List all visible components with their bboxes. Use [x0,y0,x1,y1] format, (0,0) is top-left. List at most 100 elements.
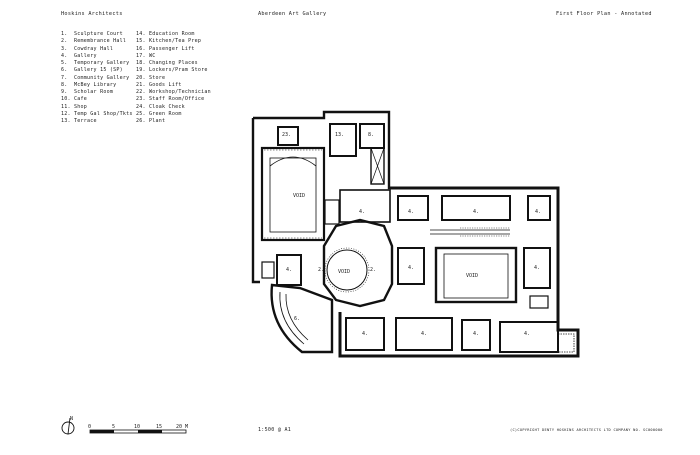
legend-number: 23. [136,96,146,103]
legend-number: 3. [61,45,68,52]
legend-item: 7.Community Gallery [61,75,133,82]
legend-number: 1. [61,31,68,37]
room-4-s3 [461,319,491,351]
legend-label: Scholar Room [74,89,114,95]
legend-label: Cowdray Hall [74,45,114,52]
legend-item: 11.Shop [61,104,133,111]
firm-name: Hoskins Architects [61,11,123,17]
label-4-s1: 4. [362,331,368,337]
legend-number: 20. [136,74,146,81]
project-title: Aberdeen Art Gallery [258,11,327,17]
legend-label: Terrace [74,118,97,124]
legend-item: 12.Temp Gal Shop/Tkts [61,111,133,118]
label-4-s2: 4. [421,331,427,337]
legend-label: Remembrance Hall [74,38,127,45]
legend-number: 19. [136,67,146,74]
room-4-west [276,254,302,286]
legend-item: 22.Workshop/Technician [136,89,211,96]
north-label: N [70,416,73,422]
label-4-w: 4. [408,265,414,271]
label-4-n2: 4. [473,209,479,215]
label-4-corridor: 4. [359,209,365,215]
upper-void-hall [260,146,326,242]
legend-item: 15.Kitchen/Tea Prep [136,38,211,45]
rotunda [322,218,394,308]
room-13 [329,123,357,157]
legend-item: 6. Gallery 15 (SP) [61,67,133,74]
room-4-s4 [499,321,559,353]
room-4-s2 [395,317,453,351]
scale-tick-0: 0 [88,424,91,430]
legend-label: Kitchen/Tea Prep [149,38,202,45]
legend-number: 2. [61,38,68,45]
legend-label: Sculpture Court [74,31,123,37]
north-arrow-icon: N [61,416,75,435]
central-void [434,246,518,304]
legend-item: 4.Gallery [61,53,133,60]
legend-item: 25.Green Room [136,111,211,118]
legend-item: 23.Staff Room/Office [136,96,211,103]
legend-number: 17. [136,52,146,59]
label-4-s3: 4. [473,331,479,337]
scale-tick-15: 15 [156,424,162,430]
legend-item: 19.Lockers/Pram Store [136,67,211,74]
room-4-n3 [527,195,551,221]
legend-item: 13.Terrace [61,118,133,125]
legend-number: 21. [136,81,146,88]
legend-label: Gallery 15 (SP) [74,67,123,74]
legend-number: 16. [136,45,146,52]
legend-item: 9.Scholar Room [61,89,133,96]
legend-item: 24.Cloak Check [136,104,211,111]
legend-number: 5. [61,60,68,66]
legend-item: 17.WC [136,53,211,60]
legend-number: 14. [136,31,146,37]
scale-tick-5: 5 [112,424,115,430]
label-4-s4: 4. [524,331,530,337]
legend-label: Store [149,74,166,81]
legend-number: 13. [61,118,71,124]
legend-item: 14.Education Room [136,31,211,38]
label-void-rotunda: VOID [338,269,350,275]
label-4-n1: 4. [408,209,414,215]
label-23: 23. [282,132,291,138]
legend-label: Cafe [74,96,88,103]
legend-label: Changing Places [149,60,198,66]
scale-text: 1:500 @ A1 [258,427,292,433]
scale-tick-20: 20 M [176,424,188,430]
legend-label: Temporary Gallery [74,60,130,66]
legend-label: Education Room [149,31,195,37]
room-4-s1 [345,317,385,351]
legend-number: 10. [61,96,71,103]
legend-number: 8. [61,81,68,88]
legend-number: 22. [136,89,146,95]
legend-item: 2. Remembrance Hall [61,38,133,45]
room-4-w [397,247,425,285]
stair-core [370,147,385,185]
label-2-west: 2. [318,267,324,273]
east-block-outline [338,186,580,358]
legend-number: 15. [136,38,146,45]
legend-label: WC [149,52,156,59]
legend-label: Temp Gal Shop/Tkts [74,110,133,117]
legend-label: Goods Lift [149,81,182,88]
west-wall [251,118,260,284]
legend-number: 24. [136,103,146,110]
legend-label: Plant [149,118,166,124]
legend-number: 6. [61,67,68,74]
legend-label: Community Gallery [74,74,130,81]
label-void-upper: VOID [293,193,305,199]
legend-item: 21.Goods Lift [136,82,211,89]
legend-label: Workshop/Technician [149,89,211,95]
legend-number: 18. [136,60,146,66]
room-4-n1 [397,195,429,221]
label-4-e: 4. [534,265,540,271]
room-4-n2 [441,195,511,221]
label-13: 13. [335,132,344,138]
legend-label: McBey Library [74,81,117,88]
label-4-n3: 4. [535,209,541,215]
scale-tick-10: 10 [134,424,140,430]
west-wing-outline [253,110,391,190]
legend-item: 26.Plant [136,118,211,125]
legend-left: 1. Sculpture Court 2. Remembrance Hall 3. Cow… [61,31,133,125]
